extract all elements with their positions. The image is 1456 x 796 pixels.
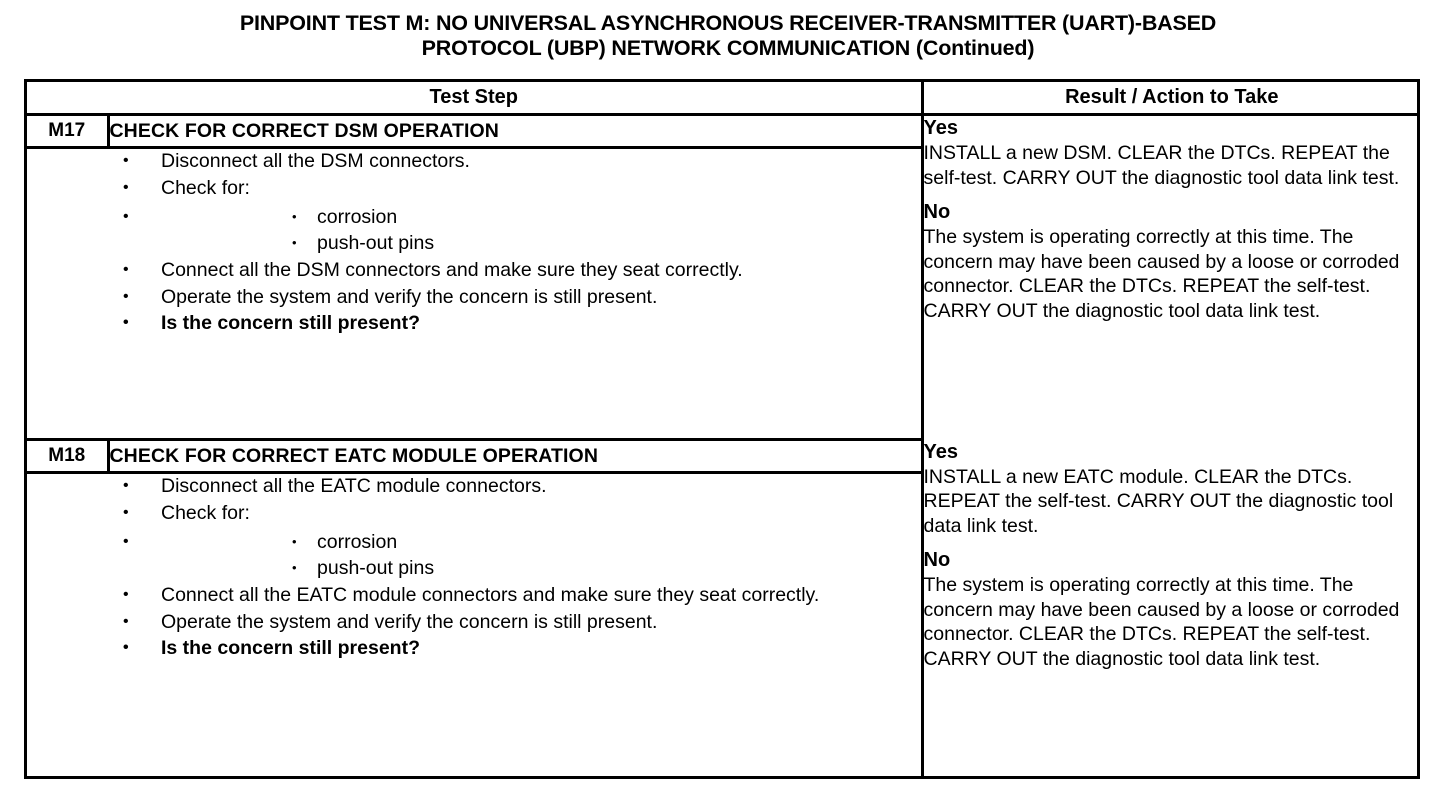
section-body-row-m18: Disconnect all the EATC module connector… xyxy=(27,472,1420,776)
list-item: Check for: xyxy=(27,175,921,202)
page-title-line-1: PINPOINT TEST M: NO UNIVERSAL ASYNCHRONO… xyxy=(239,11,1217,35)
section-heading-row-m18: M18 CHECK FOR CORRECT EATC MODULE OPERAT… xyxy=(27,439,1420,670)
list-item: Check for: xyxy=(27,500,921,527)
list-item: corrosion xyxy=(161,204,921,231)
sub-step-list-m17: corrosion push-out pins xyxy=(161,204,921,257)
step-list-m17: Disconnect all the DSM connectors. Check… xyxy=(27,148,921,337)
step-number-m17: M17 xyxy=(27,114,110,149)
list-item: Disconnect all the EATC module connector… xyxy=(27,473,921,500)
answer-text-yes-m18: INSTALL a new EATC module. CLEAR the DTC… xyxy=(923,465,1394,537)
list-item: Connect all the DSM connectors and make … xyxy=(27,257,921,284)
section-body-row-m17: Disconnect all the DSM connectors. Check… xyxy=(27,147,1420,442)
result-cell-m17: Yes INSTALL a new DSM. CLEAR the DTCs. R… xyxy=(922,115,1420,440)
column-header-result-action: Result / Action to Take xyxy=(922,82,1421,116)
pinpoint-test-table: Test Step Result / Action to Take M17 CH… xyxy=(24,79,1421,779)
column-header-test-step: Test Step xyxy=(27,82,924,116)
page-title: PINPOINT TEST M: NO UNIVERSAL ASYNCHRONO… xyxy=(0,11,1456,61)
list-item: Connect all the EATC module connectors a… xyxy=(27,582,921,609)
page-title-line-2: PROTOCOL (UBP) NETWORK COMMUNICATION (Co… xyxy=(421,36,1035,60)
answer-label-yes-m17: Yes xyxy=(923,117,958,139)
section-heading-m18: CHECK FOR CORRECT EATC MODULE OPERATION xyxy=(108,439,924,475)
answer-label-no-m17: No xyxy=(923,201,951,223)
list-item-question: Is the concern still present? xyxy=(27,635,921,662)
list-item: Operate the system and verify the concer… xyxy=(27,284,921,311)
sub-list-holder: corrosion push-out pins xyxy=(27,204,921,257)
list-item: push-out pins xyxy=(161,230,921,257)
list-item: corrosion xyxy=(161,529,921,556)
list-item: Disconnect all the DSM connectors. xyxy=(27,148,921,175)
sub-list-holder: corrosion push-out pins xyxy=(27,529,921,582)
step-number-m18: M18 xyxy=(27,439,110,475)
section-heading-row-m17: M17 CHECK FOR CORRECT DSM OPERATION Yes … xyxy=(27,114,1420,322)
result-cell-m18: Yes INSTALL a new EATC module. CLEAR the… xyxy=(922,440,1420,776)
section-heading-m17: CHECK FOR CORRECT DSM OPERATION xyxy=(108,114,924,149)
step-list-m18: Disconnect all the EATC module connector… xyxy=(27,473,921,662)
answer-text-no-m17: The system is operating correctly at thi… xyxy=(923,226,1400,322)
list-item: push-out pins xyxy=(161,555,921,582)
table-header-row: Test Step Result / Action to Take xyxy=(27,82,1421,116)
answer-label-no-m18: No xyxy=(923,549,951,572)
test-step-cell-m17: Disconnect all the DSM connectors. Check… xyxy=(27,147,924,442)
answer-label-yes-m18: Yes xyxy=(923,440,958,463)
answer-text-no-m18: The system is operating correctly at thi… xyxy=(923,574,1400,670)
sub-step-list-m18: corrosion push-out pins xyxy=(161,529,921,582)
test-step-cell-m18: Disconnect all the EATC module connector… xyxy=(27,472,924,776)
list-item: Operate the system and verify the concer… xyxy=(27,609,921,636)
list-item-question: Is the concern still present? xyxy=(27,310,921,337)
answer-text-yes-m17: INSTALL a new DSM. CLEAR the DTCs. REPEA… xyxy=(923,142,1400,189)
